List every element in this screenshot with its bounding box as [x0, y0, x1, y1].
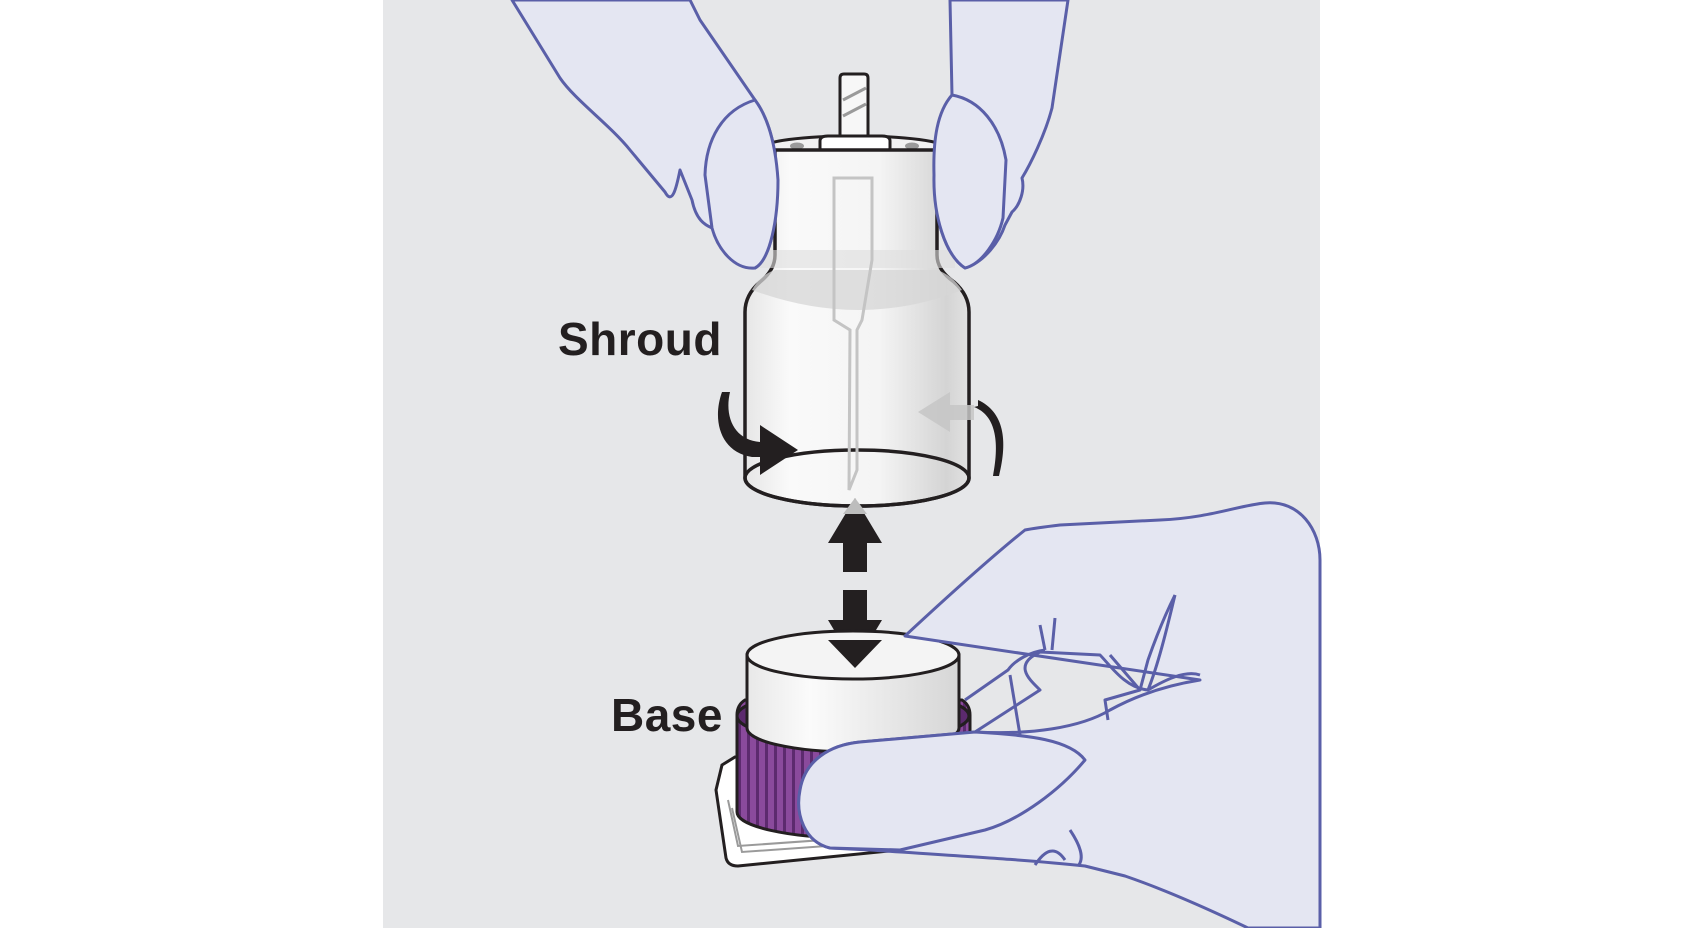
needle-ghost: [832, 176, 874, 491]
bottom-hand: [797, 501, 1322, 928]
shroud-stem: [838, 72, 870, 142]
rotate-arrow-left: [717, 392, 798, 475]
base-label: Base: [611, 689, 723, 741]
top-left-fingertip: [703, 98, 780, 270]
arrow-down: [828, 590, 882, 665]
bottom-hand-fingers: [974, 594, 1177, 734]
rotate-arrow-right-ghost: [918, 392, 974, 432]
arrow-up: [828, 498, 882, 572]
bottom-hand-thumb: [797, 730, 1087, 852]
rotate-icon: [717, 392, 1004, 476]
shroud: [743, 72, 971, 508]
shroud-label: Shroud: [558, 313, 722, 365]
top-right-fingertip: [932, 93, 1008, 270]
rotate-arrow-right-back: [974, 400, 1004, 476]
up-down-arrow-icon: [828, 498, 882, 665]
